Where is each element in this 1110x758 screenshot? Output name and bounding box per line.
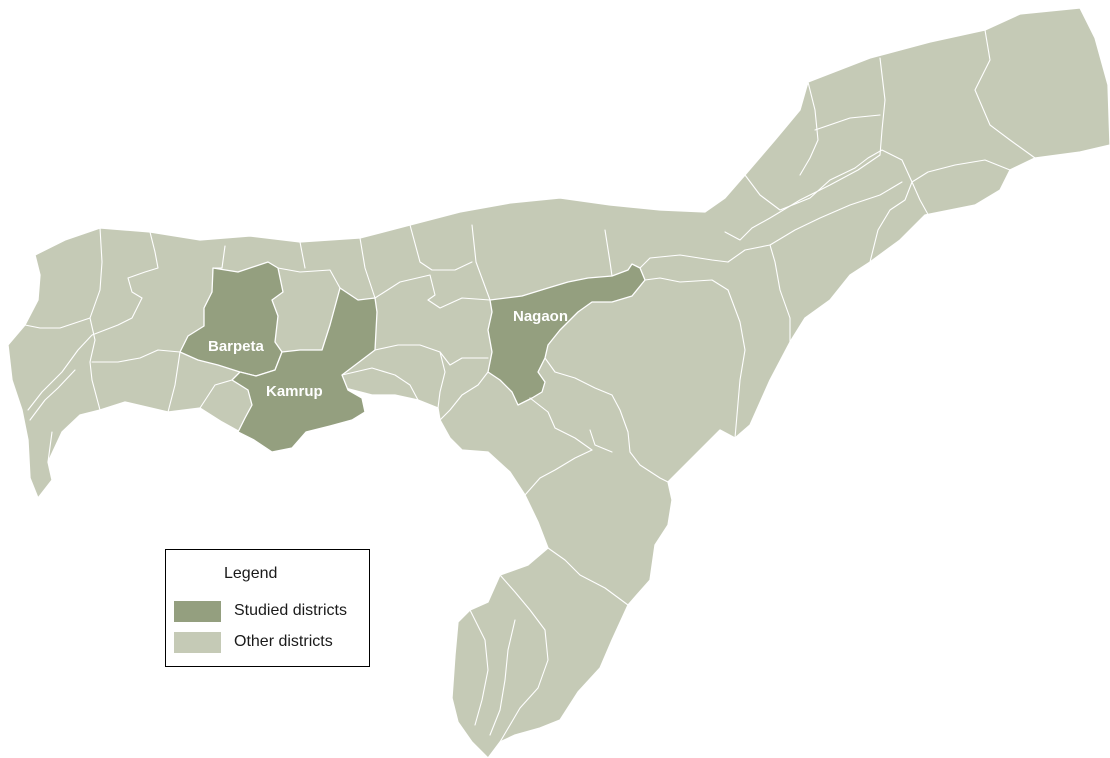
label-nagaon: Nagaon: [513, 308, 568, 325]
legend-swatch-studied: [174, 600, 221, 622]
district-boundaries: [24, 29, 1036, 743]
district-kamrup: [231, 287, 378, 453]
legend-box: Legend Studied districts Other districts: [165, 549, 370, 667]
district-nagaon: [487, 263, 646, 406]
legend-label-other: Other districts: [234, 633, 333, 650]
legend-label-studied: Studied districts: [234, 602, 347, 619]
legend-item-studied: Studied districts: [174, 600, 347, 622]
legend-title: Legend: [224, 565, 278, 582]
legend-swatch-other: [174, 631, 221, 653]
label-barpeta: Barpeta: [208, 338, 265, 355]
label-kamrup: Kamrup: [266, 383, 323, 400]
state-outline: [7, 7, 1110, 758]
legend-item-other: Other districts: [174, 631, 333, 653]
